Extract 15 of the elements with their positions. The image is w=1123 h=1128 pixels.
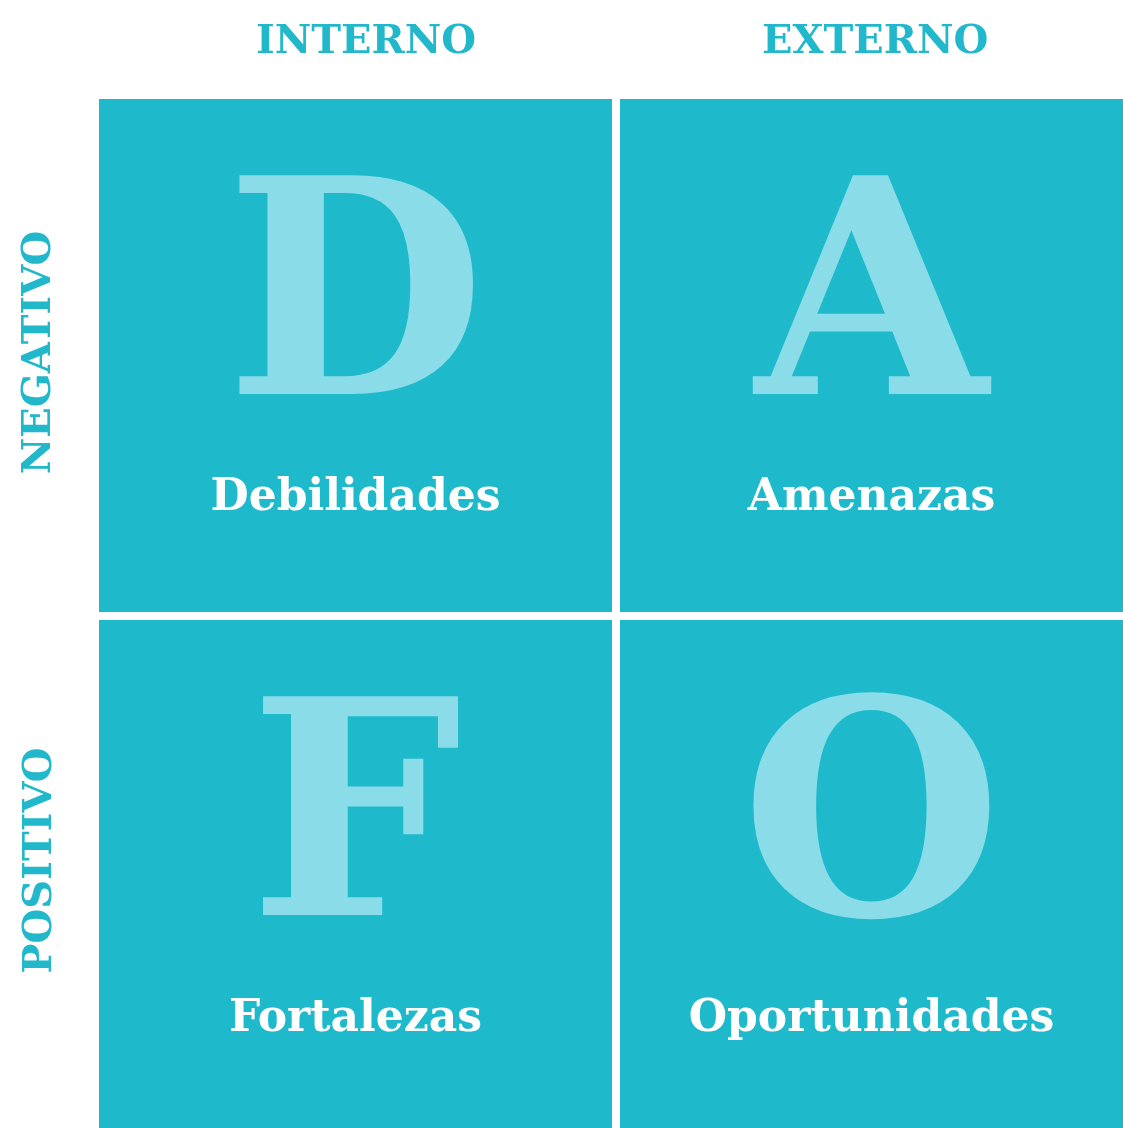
row-axis-label: NEGATIVO bbox=[12, 230, 60, 474]
background-letter: O bbox=[740, 660, 1003, 960]
background-letter: D bbox=[225, 139, 486, 439]
quadrant-box bbox=[620, 620, 1123, 1128]
column-axis-label: EXTERNO bbox=[762, 14, 989, 62]
column-axis-label: INTERNO bbox=[256, 14, 477, 62]
quadrant-box bbox=[99, 99, 612, 612]
quadrant-box bbox=[620, 99, 1123, 612]
quadrant-box bbox=[99, 620, 612, 1128]
background-letter: F bbox=[249, 660, 462, 960]
quadrant-title: Amenazas bbox=[747, 469, 996, 520]
row-axis-label: POSITIVO bbox=[12, 746, 60, 974]
quadrant-title: Fortalezas bbox=[228, 990, 483, 1041]
quadrant-title: Oportunidades bbox=[688, 990, 1055, 1041]
quadrant-title: Debilidades bbox=[210, 469, 501, 520]
